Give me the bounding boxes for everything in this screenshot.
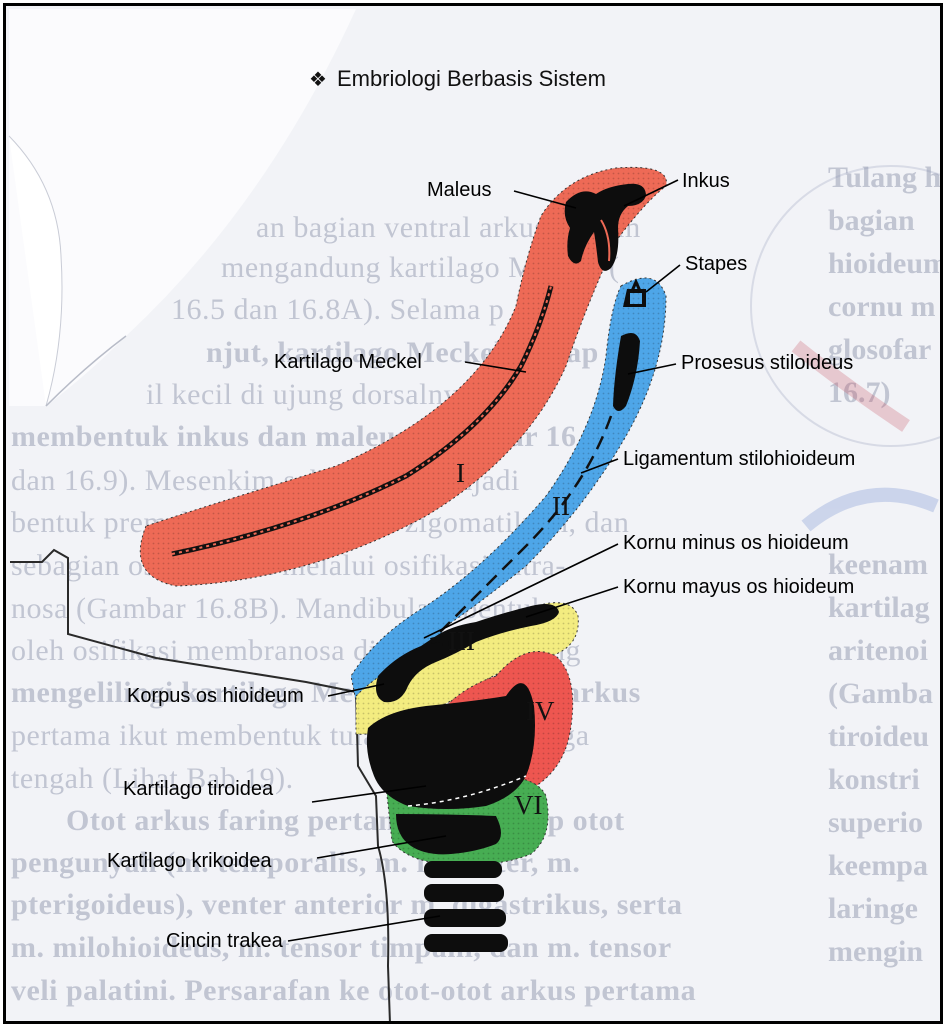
bullet-icon: ❖ [309,69,327,91]
tracheal-ring [424,884,504,902]
label-kornu-minus: Kornu minus os hioideum [623,532,849,555]
label-ligamentum-stilohioideum: Ligamentum stilohioideum [623,448,855,471]
label-stapes: Stapes [685,253,747,276]
label-korpus-os-hioideum: Korpus os hioideum [127,685,304,708]
page-header: ❖ Embriologi Berbasis Sistem [309,66,606,92]
background-figure [751,166,943,526]
arch-number-1: I [456,458,465,489]
page-header-title: Embriologi Berbasis Sistem [337,66,606,91]
label-maleus: Maleus [427,179,491,202]
arch-number-6: VI [514,790,543,821]
arch-number-4: IV [526,696,555,727]
page-fold [9,9,356,406]
tracheal-ring [424,934,508,952]
label-kartilago-krikoidea: Kartilago krikoidea [107,850,272,873]
label-cincin-trakea: Cincin trakea [166,930,283,953]
tracheal-ring [424,861,502,878]
tracheal-ring [424,909,506,927]
label-kartilago-tiroidea: Kartilago tiroidea [123,778,273,801]
label-kartilago-meckel: Kartilago Meckel [274,351,422,374]
label-inkus: Inkus [682,170,730,193]
label-kornu-mayus: Kornu mayus os hioideum [623,576,854,599]
label-prosesus-stiloideus: Prosesus stiloideus [681,352,853,375]
arch-number-2: II [552,491,570,522]
arch-number-3: III [448,626,475,657]
